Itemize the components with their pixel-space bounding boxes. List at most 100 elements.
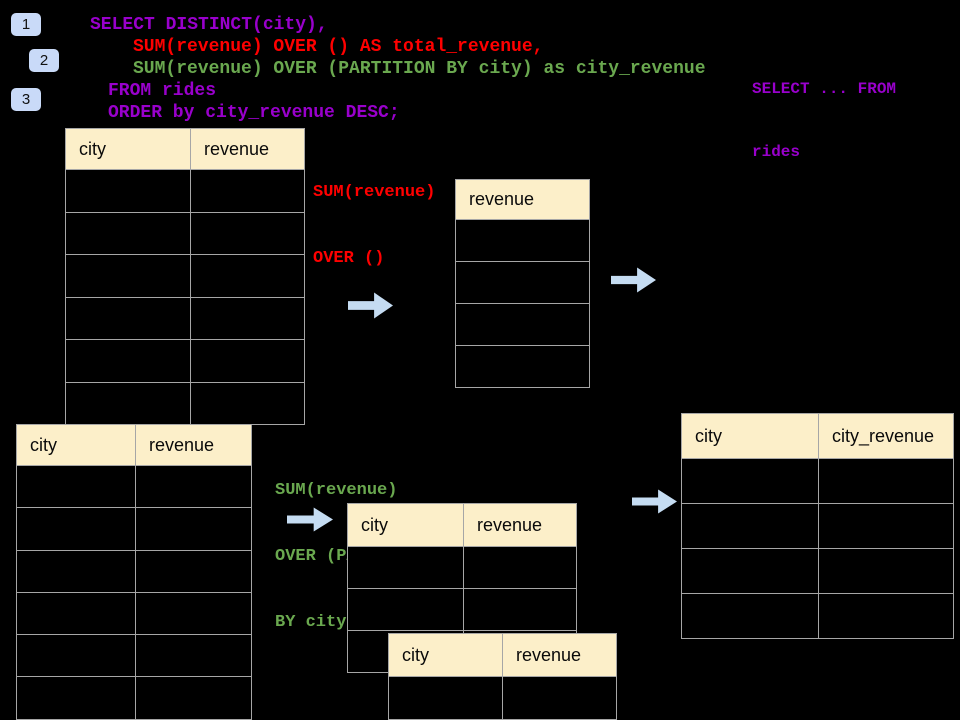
table-body <box>682 458 953 638</box>
table-cell-empty <box>66 340 190 382</box>
table-cell-empty <box>818 459 953 503</box>
step-badge-label: 2 <box>39 52 49 69</box>
table-row <box>66 211 304 255</box>
table-cell-empty <box>682 504 818 548</box>
table-cell-empty <box>682 594 818 638</box>
table-body <box>17 465 251 719</box>
table-cell-empty <box>190 170 304 212</box>
table-header-row: city revenue <box>348 504 576 546</box>
column-header-revenue: revenue <box>135 425 251 465</box>
table-total-revenue-result: revenue <box>455 179 590 388</box>
table-row <box>17 549 251 592</box>
table-row <box>389 676 616 719</box>
table-cell-empty <box>456 304 589 345</box>
table-cell-empty <box>66 383 190 425</box>
table-cell-empty <box>17 677 135 718</box>
table-cell-empty <box>190 255 304 297</box>
side-code-line: rides <box>752 143 801 161</box>
table-row <box>682 458 953 503</box>
column-header-revenue: revenue <box>502 634 616 676</box>
table-body <box>389 676 616 720</box>
table-cell-empty <box>17 551 135 592</box>
right-arrow-icon <box>632 489 677 514</box>
table-row <box>66 169 304 212</box>
table-cell-empty <box>502 677 616 719</box>
table-row <box>348 588 576 630</box>
table-cell-empty <box>190 212 304 254</box>
table-row <box>456 303 589 345</box>
table-cell-empty <box>818 504 953 548</box>
step-badge-3: 3 <box>11 88 41 111</box>
column-header-city: city <box>17 425 135 465</box>
table-cell-empty <box>135 550 251 592</box>
table-header-row: city revenue <box>66 129 304 169</box>
table-cell-empty <box>17 635 135 676</box>
table-row <box>682 503 953 548</box>
table-cell-empty <box>818 594 953 638</box>
table-cell-empty <box>463 547 576 588</box>
side-code-line: SELECT ... FROM <box>752 80 897 98</box>
sql-code-line-from: FROM rides <box>108 81 217 101</box>
sql-code-line-partition: SUM(revenue) OVER (PARTITION BY city) as… <box>133 59 706 79</box>
table-cell-empty <box>456 220 589 261</box>
table-cell-empty <box>389 677 502 719</box>
table-cell-empty <box>66 298 190 340</box>
table-source-top: city revenue <box>65 128 305 425</box>
table-row <box>17 591 251 635</box>
table-cell-empty <box>135 677 251 719</box>
side-code-note: SELECT ... FROM rides <box>752 37 896 205</box>
table-row <box>66 381 304 425</box>
table-cell-empty <box>348 589 463 630</box>
table-cell-empty <box>135 508 251 550</box>
step-badge-label: 1 <box>21 16 31 33</box>
annotation-line: SUM(revenue) <box>313 183 436 202</box>
table-row <box>17 507 251 550</box>
column-header-revenue: revenue <box>456 180 589 219</box>
table-cell-empty <box>135 635 251 677</box>
column-header-city: city <box>66 129 190 169</box>
step-badge-label: 3 <box>21 91 31 108</box>
column-header-revenue: revenue <box>463 504 576 546</box>
table-row <box>456 219 589 261</box>
table-header-row: city revenue <box>389 634 616 676</box>
table-row <box>456 345 589 387</box>
column-header-city: city <box>389 634 502 676</box>
sql-code-line-select: SELECT DISTINCT(city), <box>90 15 328 35</box>
table-cell-empty <box>135 592 251 635</box>
table-cell-empty <box>456 346 589 387</box>
table-cell-empty <box>17 593 135 634</box>
table-cell-empty <box>190 297 304 339</box>
table-cell-empty <box>190 382 304 424</box>
table-cell-empty <box>463 589 576 630</box>
table-row <box>456 261 589 303</box>
table-row <box>17 634 251 677</box>
table-source-bottom: city revenue <box>16 424 252 720</box>
table-header-row: city revenue <box>17 425 251 465</box>
annotation-total-revenue: SUM(revenue) OVER () <box>313 138 435 314</box>
table-row <box>17 676 251 719</box>
annotation-line: SUM(revenue) <box>275 481 398 500</box>
table-row <box>66 339 304 382</box>
sql-code-line-order: ORDER by city_revenue DESC; <box>108 103 400 123</box>
table-cell-empty <box>682 459 818 503</box>
table-row <box>17 465 251 508</box>
table-header-row: revenue <box>456 180 589 219</box>
table-cell-empty <box>66 213 190 255</box>
table-row <box>682 593 953 638</box>
sql-code-line-total: SUM(revenue) OVER () AS total_revenue, <box>133 37 544 57</box>
table-cell-empty <box>456 262 589 303</box>
table-cell-empty <box>190 340 304 382</box>
table-partition-overlay: city revenue <box>388 633 617 720</box>
table-cell-empty <box>135 466 251 508</box>
table-row <box>348 546 576 588</box>
table-cell-empty <box>818 549 953 593</box>
annotation-line: OVER () <box>313 249 385 268</box>
column-header-city: city <box>348 504 463 546</box>
table-row <box>66 296 304 340</box>
column-header-revenue: revenue <box>190 129 304 169</box>
table-cell-empty <box>17 466 135 507</box>
table-cell-empty <box>348 547 463 588</box>
table-header-row: city city_revenue <box>682 414 953 458</box>
table-cell-empty <box>66 170 190 212</box>
